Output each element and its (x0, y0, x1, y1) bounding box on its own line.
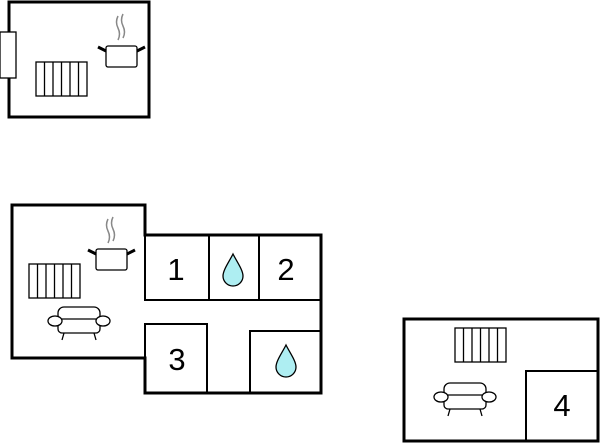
kitchen-pot-icon (86, 215, 137, 272)
room-label-3: 3 (168, 342, 185, 377)
radiator-icon (28, 263, 81, 299)
bathroom-2 (249, 330, 322, 394)
water-drop-icon (222, 253, 244, 287)
kitchen-pot-icon (96, 12, 147, 69)
water-drop-icon (275, 344, 297, 378)
sofa-icon (47, 306, 111, 341)
sofa-icon (433, 382, 497, 417)
room-label-1: 1 (167, 252, 184, 287)
room-label-2: 2 (277, 252, 294, 287)
radiator-icon (454, 327, 507, 363)
room-3 (144, 323, 208, 394)
room-4 (525, 370, 599, 442)
door-icon (0, 31, 17, 79)
floor-plan-middle: 1 2 3 (10, 203, 323, 395)
floor-plan-right: 4 (402, 317, 600, 443)
room-label-4: 4 (553, 388, 570, 423)
room-2 (258, 234, 322, 301)
floor-plan-top (0, 0, 151, 119)
radiator-icon (35, 61, 88, 97)
